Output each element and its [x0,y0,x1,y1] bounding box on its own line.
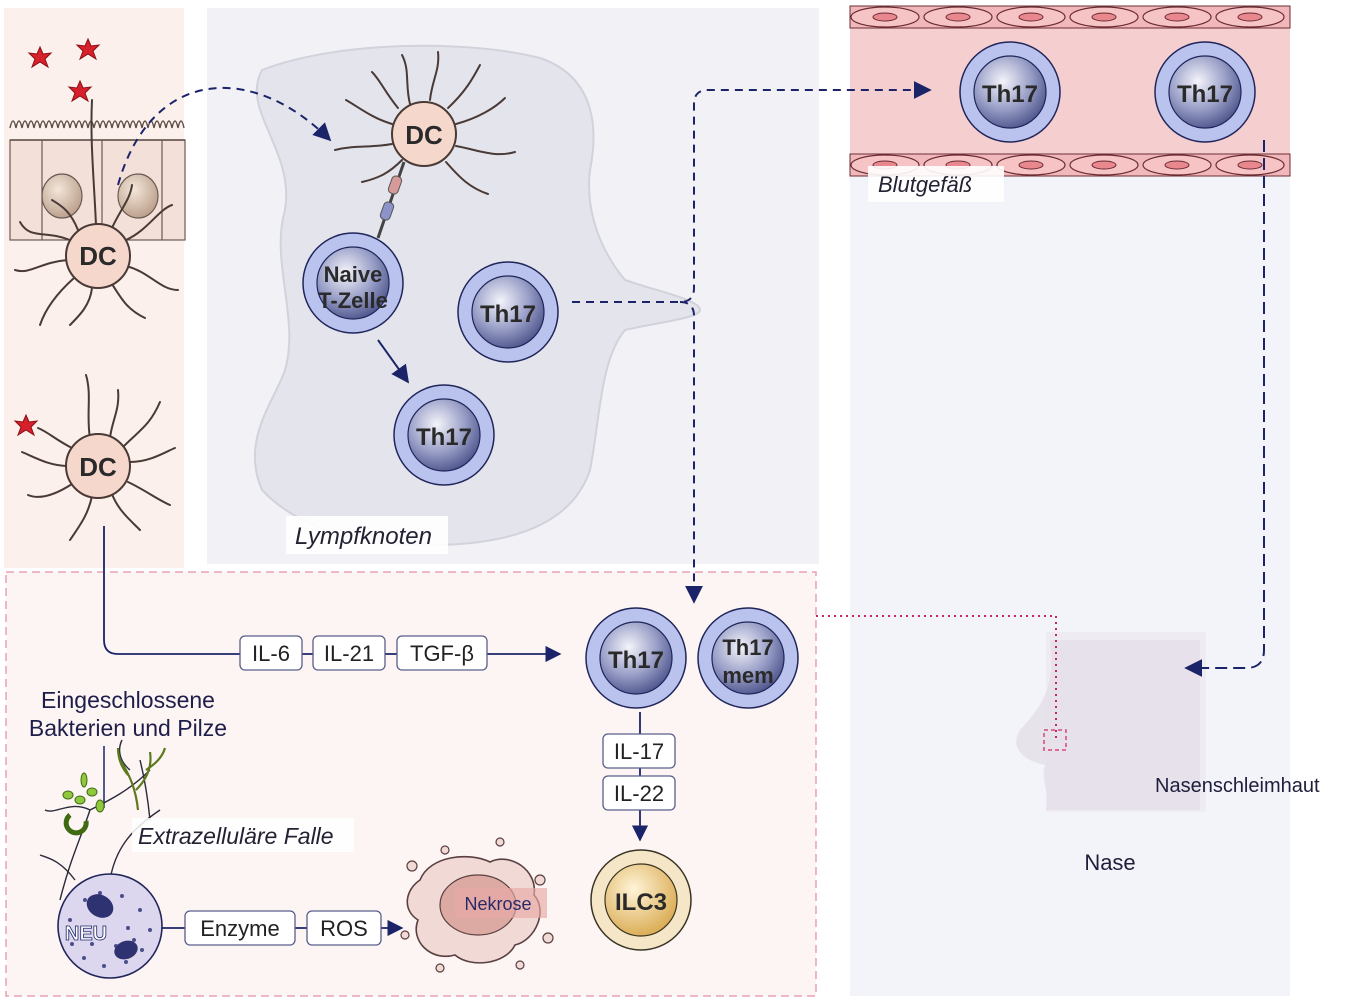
synapse-connector [376,161,406,239]
effector-box-enzyme [184,910,296,946]
mucosa-link [816,615,1057,740]
arrow-to-blood [572,81,932,303]
dendritic-cell-tissue [21,374,176,541]
dc-label-1: DC [79,241,117,271]
trap-label: Extrazelluläre Falle [138,823,334,849]
arrow-dc-migration [117,86,332,186]
blood-vessel-label: Blutgefäß [878,172,972,197]
cytokine-il17: IL-17 [614,739,664,764]
arrow-to-nose [1184,140,1265,677]
effector-enzyme: Enzyme [200,916,279,941]
cytokine-il21: IL-21 [324,641,374,666]
th17-label: Th17 [1177,81,1233,108]
arrow-differentiation [377,339,410,384]
cytokine-box-il22 [602,775,676,811]
cytokine-box-tgfb [396,635,488,671]
dc-label-3: DC [405,120,443,150]
extracellular-trap [39,739,161,901]
dendritic-cell-epithelial [14,99,179,326]
th17-label: Th17 [480,301,536,328]
blood-vessel [849,5,1291,177]
th17mem-label-line1: Th17 [722,635,773,660]
dc-label-2: DC [79,452,117,482]
cytokine-il6: IL-6 [252,641,290,666]
dendritic-cell-body [65,433,131,499]
bacteria-icon [62,772,105,836]
nose-profile [1016,640,1200,810]
effector-ros: ROS [320,916,368,941]
necrosis-label: Nekrose [464,894,531,914]
th17mem-label-line2: mem [722,663,773,688]
lymph-node-label: Lympfknoten [295,523,432,550]
arrow-to-tissue [679,301,703,604]
fungi-icon [116,747,167,811]
ilc3-label: ILC3 [615,889,667,916]
neu-label: NEU [65,923,107,945]
arrow-cytokine-signal [103,526,562,663]
necrotic-cell [400,837,554,973]
naive-label-line1: Naive [324,262,383,287]
dendritic-cell-lymph-node [334,51,516,195]
cytokine-box-il17 [602,733,676,769]
cytokine-tgfb: TGF-β [410,641,474,666]
neutrophil-granules [68,891,152,968]
bacteria-label-line2: Bakterien und Pilze [29,715,227,741]
dendritic-cell-body [391,101,457,167]
th17-label: Th17 [416,424,472,451]
th17-label: Th17 [608,647,664,674]
epithelium [9,120,186,241]
cytokine-box-il6 [239,635,303,671]
nasal-mucosa-label: Nasenschleimhaut [1155,775,1320,797]
nose-label: Nase [1084,850,1135,875]
th17-label: Th17 [982,81,1038,108]
cytokine-il22: IL-22 [614,781,664,806]
effector-box-ros [306,910,382,946]
cytokine-box-il21 [312,635,386,671]
naive-label-line2: T-Zelle [318,288,388,313]
bacteria-label-line1: Eingeschlossene [41,687,215,713]
dendritic-cell-body [65,223,131,289]
